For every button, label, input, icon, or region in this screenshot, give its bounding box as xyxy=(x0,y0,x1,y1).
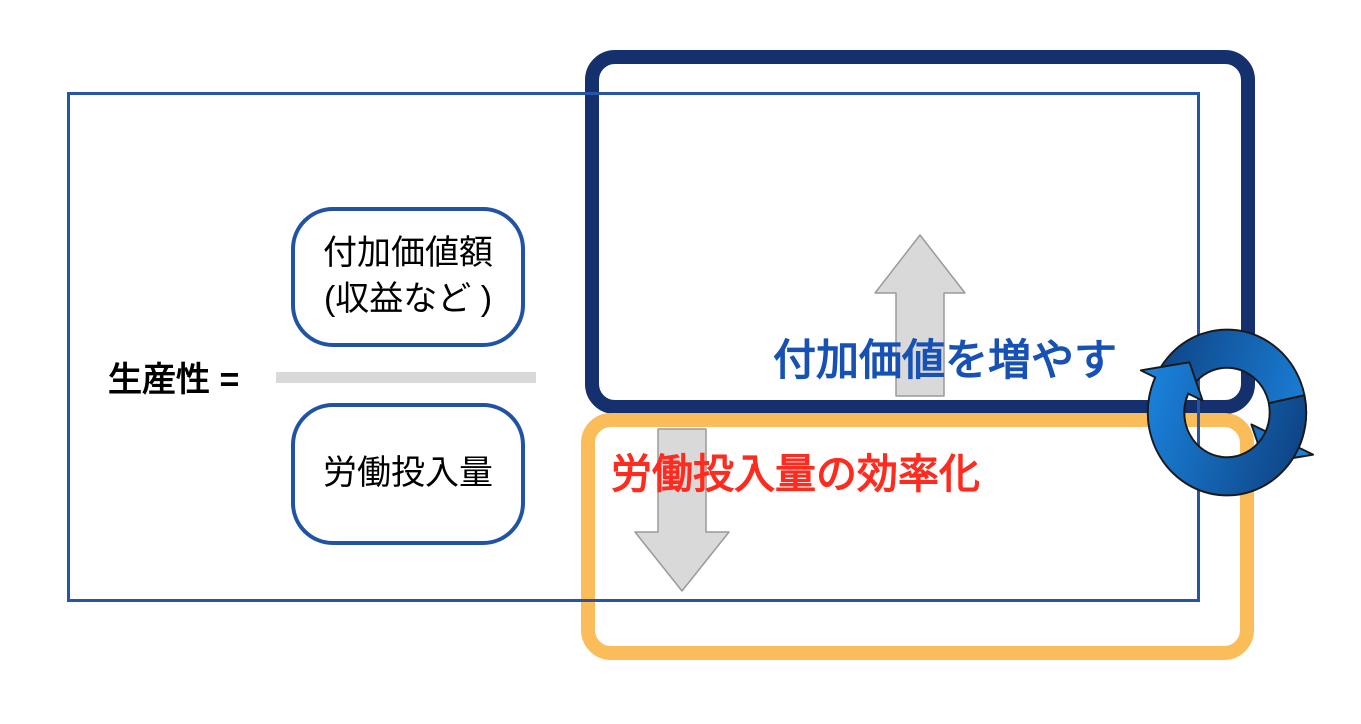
increase-added-value-label: 付加価値を増やす xyxy=(773,337,1117,385)
up-arrow-icon xyxy=(874,234,966,397)
numerator-label-line1: 付加価値額 xyxy=(323,234,493,273)
fraction-bar xyxy=(276,372,536,383)
denominator-box: 労働投入量 xyxy=(291,403,525,545)
numerator-box: 付加価値額 (収益など ) xyxy=(291,207,525,347)
labor-input-efficiency-label: 労働投入量の効率化 xyxy=(611,451,980,497)
denominator-label: 労働投入量 xyxy=(323,454,493,493)
added-value-highlight-box xyxy=(585,50,1255,414)
numerator-label-line2: (収益など ) xyxy=(323,280,493,318)
cycle-arrows-icon xyxy=(1139,328,1315,497)
productivity-label: 生産性 = xyxy=(108,361,240,399)
down-arrow-icon xyxy=(634,428,730,592)
labor-efficiency-highlight-box xyxy=(581,413,1254,660)
